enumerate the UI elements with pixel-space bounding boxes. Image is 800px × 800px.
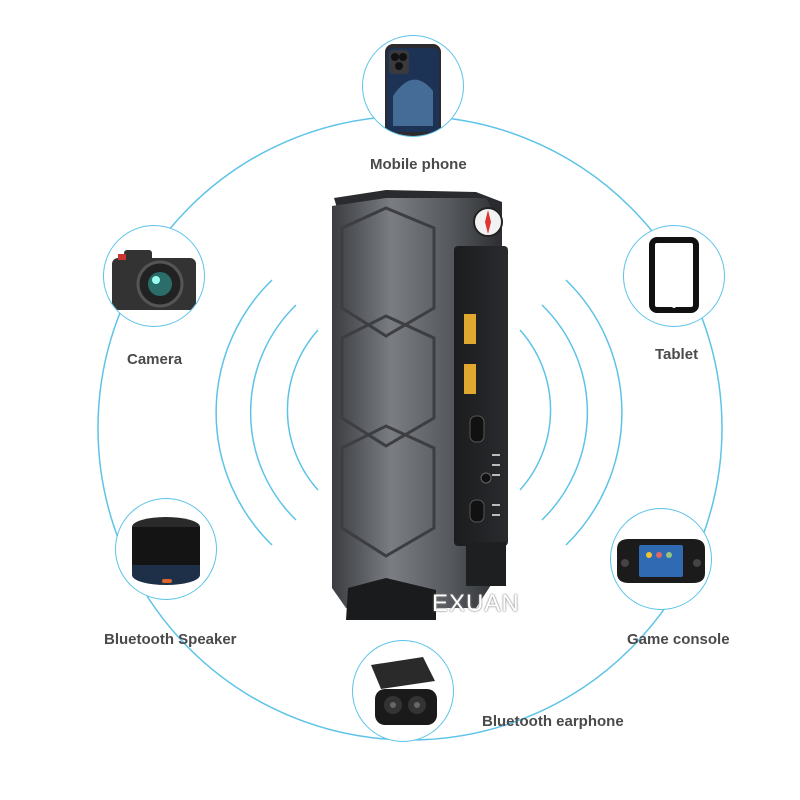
earbuds-case-icon	[371, 657, 437, 725]
signal-waves-right	[519, 279, 623, 546]
device-node-game-console	[610, 508, 712, 610]
device-node-bluetooth-speaker	[115, 498, 217, 600]
tablet-icon	[649, 237, 699, 313]
device-label-mobile-phone: Mobile phone	[370, 156, 467, 173]
brand-watermark: EXUAN	[432, 590, 520, 617]
device-node-camera	[103, 225, 205, 327]
smartphone-icon	[385, 44, 441, 136]
device-node-bluetooth-earphone	[352, 640, 454, 742]
device-label-camera: Camera	[127, 351, 183, 368]
camera-icon	[112, 250, 196, 310]
power-bank-jump-starter-icon	[332, 190, 508, 620]
device-node-tablet	[623, 225, 725, 327]
device-label-bluetooth-speaker: Bluetooth Speaker	[104, 631, 237, 648]
speaker-icon	[132, 517, 200, 585]
device-label-game-console: Game console	[627, 631, 730, 648]
handheld-console-icon	[617, 539, 705, 583]
signal-waves-left	[215, 279, 319, 546]
device-label-tablet: Tablet	[655, 346, 699, 363]
device-label-bluetooth-earphone: Bluetooth earphone	[482, 713, 624, 730]
device-node-mobile-phone	[362, 35, 464, 137]
